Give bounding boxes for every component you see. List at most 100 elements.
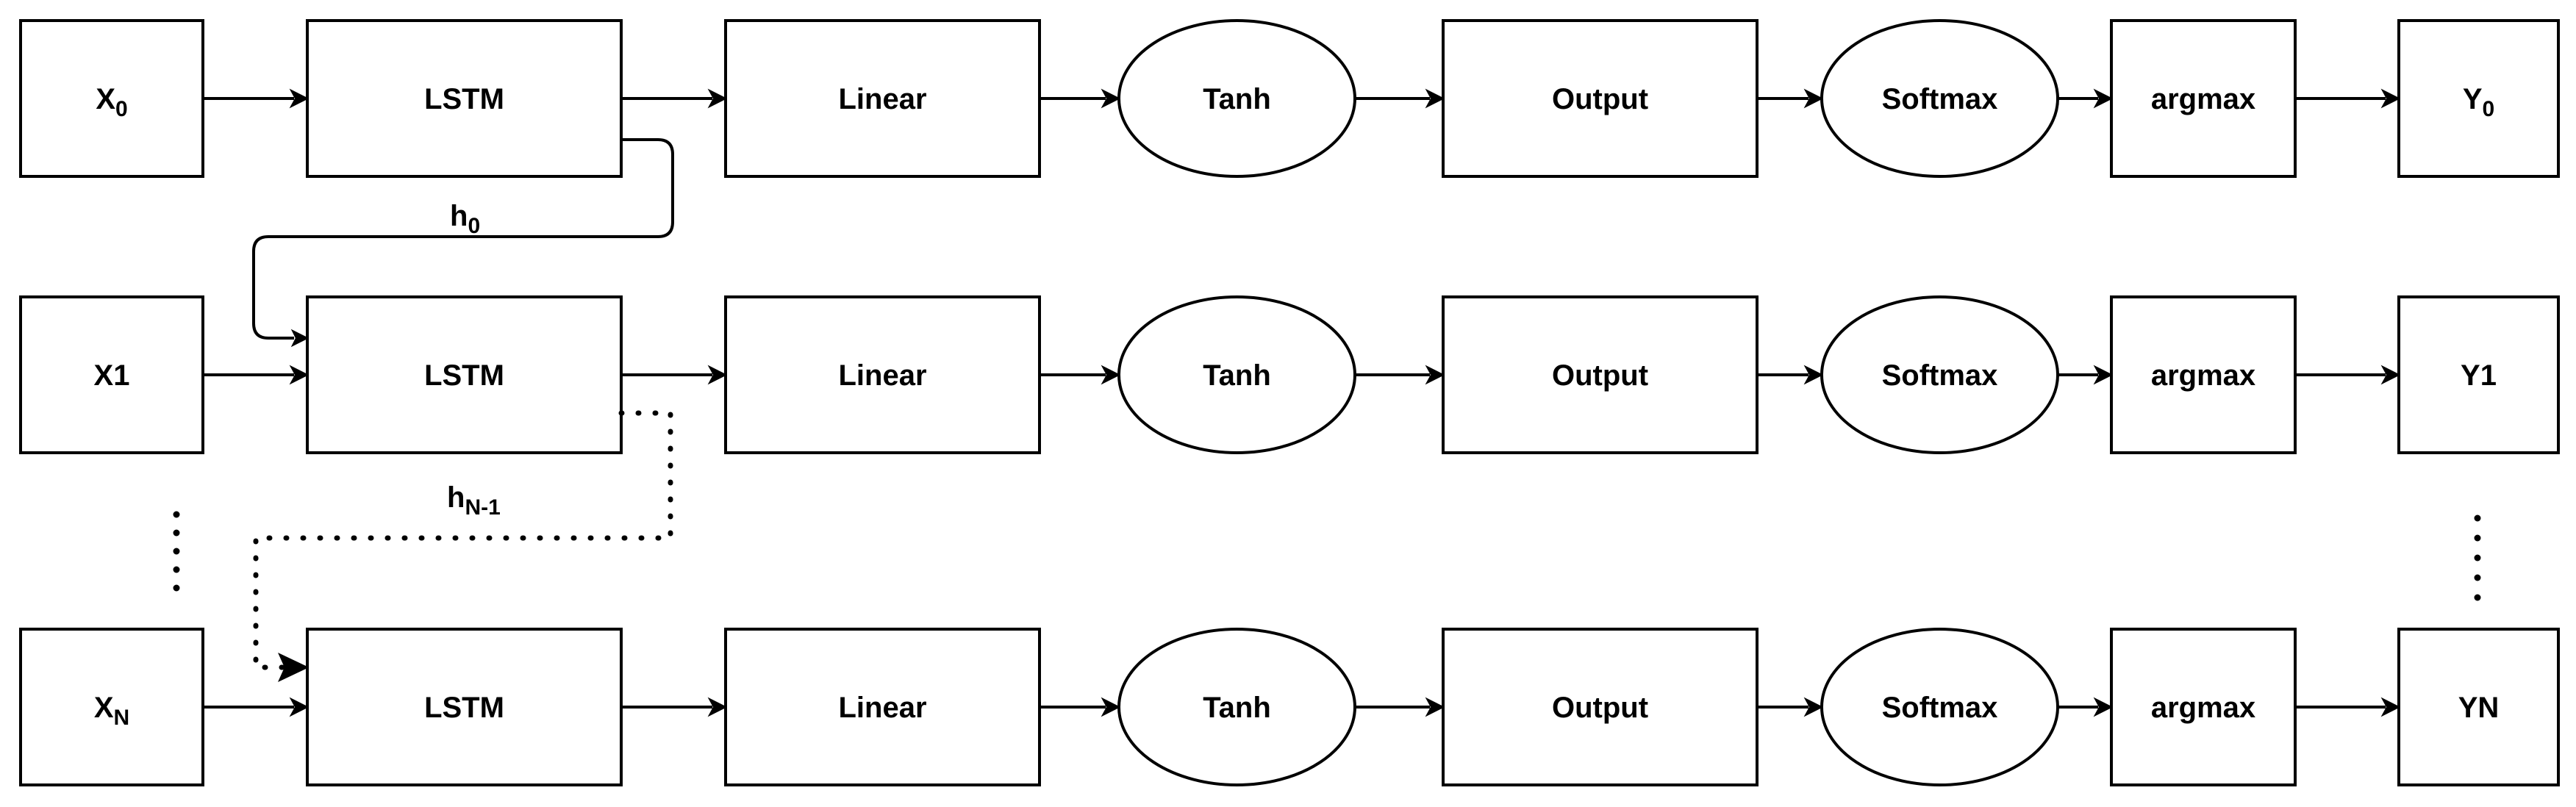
row-2-linear-box xyxy=(724,628,1041,786)
row-2-input-box xyxy=(19,628,204,786)
row-1-tanh-node: Tanh xyxy=(1117,295,1356,454)
row-0-output-node: Y0 xyxy=(2397,19,2560,178)
row-2-lstm-node: LSTM xyxy=(306,628,623,786)
row-2-arrow-2 xyxy=(1040,697,1121,717)
row-1-lstm-label: LSTM xyxy=(424,359,504,392)
row-2-input-node: XN xyxy=(19,628,204,786)
row-1-linear-box xyxy=(724,295,1041,454)
row-0-softmax-label: Softmax xyxy=(1882,83,1998,115)
row-1-tanh-ellipse xyxy=(1117,295,1356,454)
row-2-argmax-label: argmax xyxy=(2151,692,2255,724)
row-0-input-box xyxy=(19,19,204,178)
row-1-output-label: Y1 xyxy=(2461,359,2497,392)
row-2-softmax-ellipse xyxy=(1820,628,2059,786)
hidden-link-label-hN-1: hN-1 xyxy=(447,481,501,520)
row-0-output-label: Y0 xyxy=(2463,83,2494,121)
row-1-input-node: X1 xyxy=(19,295,204,454)
row-1-output-node: Y1 xyxy=(2397,295,2560,454)
row-2-arrow-0 xyxy=(203,697,310,717)
row-1-softmax-label: Softmax xyxy=(1882,359,1998,392)
row-1-output-label: Output xyxy=(1552,359,1648,392)
row-0-lstm-node: LSTM xyxy=(306,19,623,178)
row-0-argmax-box xyxy=(2110,19,2297,178)
row-0-arrow-6 xyxy=(2295,88,2401,109)
row-0-output-box xyxy=(1442,19,1759,178)
row-1-input-label: X1 xyxy=(94,359,130,392)
row-2-arrow-5 xyxy=(2058,697,2114,717)
row-2-lstm-box xyxy=(306,628,623,786)
row-1-linear-label: Linear xyxy=(838,359,926,392)
row-0-argmax-node: argmax xyxy=(2110,19,2297,178)
row-0-linear-label: Linear xyxy=(838,83,926,115)
hidden-link-label-h0: h0 xyxy=(450,200,480,238)
edges-layer xyxy=(203,88,2401,717)
row-1-arrow-3 xyxy=(1355,365,1445,385)
row-2-output-label: Output xyxy=(1552,692,1648,724)
row-0-arrow-1 xyxy=(621,88,728,109)
row-1-arrow-0 xyxy=(203,365,310,385)
row-1-softmax-ellipse xyxy=(1820,295,2059,454)
row-2-tanh-label: Tanh xyxy=(1203,692,1271,724)
hidden-link-hN-1: hN-1 xyxy=(253,410,673,683)
row-2-output-label: YN xyxy=(2458,692,2500,724)
row-0-lstm-label: LSTM xyxy=(424,83,504,115)
row-2-arrow-4 xyxy=(1757,697,1824,717)
row-1-input-box xyxy=(19,295,204,454)
right-ellipsis-dots xyxy=(2474,514,2481,601)
row-0-linear-box xyxy=(724,19,1041,178)
row-1-arrow-5 xyxy=(2058,365,2114,385)
row-2-tanh-ellipse xyxy=(1117,628,1356,786)
row-2-arrow-1 xyxy=(621,697,728,717)
row-0-tanh-label: Tanh xyxy=(1203,83,1271,115)
row-2-softmax-label: Softmax xyxy=(1882,692,1998,724)
row-2-softmax-node: Softmax xyxy=(1820,628,2059,786)
row-2-linear-label: Linear xyxy=(838,692,926,724)
row-2-argmax-box xyxy=(2110,628,2297,786)
row-2-output-node: Output xyxy=(1442,628,1759,786)
left-ellipsis-dots xyxy=(173,511,180,592)
row-1-softmax-node: Softmax xyxy=(1820,295,2059,454)
row-1-argmax-node: argmax xyxy=(2110,295,2297,454)
row-2-arrow-3 xyxy=(1355,697,1445,717)
row-0-arrow-5 xyxy=(2058,88,2114,109)
hidden-link-h0: h0 xyxy=(252,138,674,348)
row-2-linear-node: Linear xyxy=(724,628,1041,786)
row-2-output-box xyxy=(2397,628,2560,786)
row-0-tanh-node: Tanh xyxy=(1117,19,1356,178)
row-1-arrow-2 xyxy=(1040,365,1121,385)
row-1-tanh-label: Tanh xyxy=(1203,359,1271,392)
row-2-input-label: XN xyxy=(94,692,129,730)
row-0-softmax-ellipse xyxy=(1820,19,2059,178)
row-0-softmax-node: Softmax xyxy=(1820,19,2059,178)
row-2-lstm-label: LSTM xyxy=(424,692,504,724)
row-0-arrow-4 xyxy=(1757,88,1824,109)
row-0-output-label: Output xyxy=(1552,83,1648,115)
row-0-arrow-2 xyxy=(1040,88,1121,109)
row-2-output-node: YN xyxy=(2397,628,2560,786)
row-0-linear-node: Linear xyxy=(724,19,1041,178)
row-2-argmax-node: argmax xyxy=(2110,628,2297,786)
row-0-arrow-3 xyxy=(1355,88,1445,109)
row-1-arrow-1 xyxy=(621,365,728,385)
row-0-output-box xyxy=(2397,19,2560,178)
row-2-tanh-node: Tanh xyxy=(1117,628,1356,786)
row-0-input-label: X0 xyxy=(96,83,127,121)
row-1-lstm-box xyxy=(306,295,623,454)
row-0-lstm-box xyxy=(306,19,623,178)
row-1-argmax-box xyxy=(2110,295,2297,454)
row-0-arrow-0 xyxy=(203,88,310,109)
row-2-arrow-6 xyxy=(2295,697,2401,717)
row-1-linear-node: Linear xyxy=(724,295,1041,454)
row-1-argmax-label: argmax xyxy=(2151,359,2255,392)
row-1-lstm-node: LSTM xyxy=(306,295,623,454)
row-1-output-box xyxy=(1442,295,1759,454)
row-0-argmax-label: argmax xyxy=(2151,83,2255,115)
row-0-tanh-ellipse xyxy=(1117,19,1356,178)
row-1-arrow-6 xyxy=(2295,365,2401,385)
row-2-output-box xyxy=(1442,628,1759,786)
row-0-input-node: X0 xyxy=(19,19,204,178)
row-1-arrow-4 xyxy=(1757,365,1824,385)
row-0-output-node: Output xyxy=(1442,19,1759,178)
